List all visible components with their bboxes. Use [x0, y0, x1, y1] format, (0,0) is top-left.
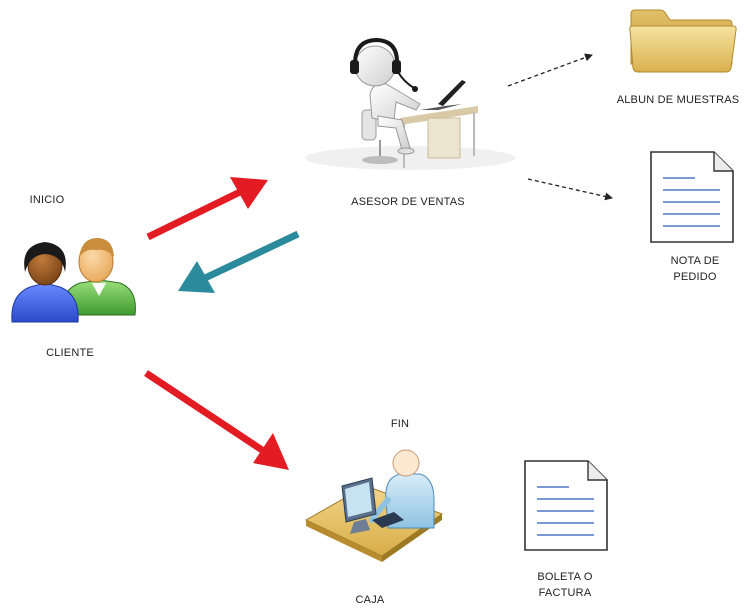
document-icon — [524, 460, 608, 551]
arrow-cliente-to-caja — [144, 370, 289, 470]
arrow-asesor-to-album — [507, 53, 593, 87]
label-asesor-de-ventas: ASESOR DE VENTAS — [351, 196, 465, 208]
label-fin: FIN — [390, 418, 410, 430]
call-center-agent-icon — [305, 37, 515, 170]
cashier-desk-icon — [304, 449, 444, 562]
label-boleta-o-factura: BOLETA O FACTURA — [520, 569, 610, 601]
two-users-icon — [11, 238, 136, 323]
document-icon — [650, 151, 734, 243]
arrow-asesor-to-nota — [527, 178, 613, 201]
label-boleta-line1: BOLETA O — [537, 571, 593, 583]
label-cliente: CLIENTE — [46, 347, 94, 359]
label-boleta-line2: FACTURA — [538, 587, 592, 599]
folder-icon — [629, 9, 737, 73]
label-nota-line1: NOTA DE — [670, 255, 720, 267]
arrow-asesor-to-cliente — [178, 230, 300, 293]
label-nota-de-pedido: NOTA DE PEDIDO — [650, 253, 740, 285]
label-caja: CAJA — [355, 594, 385, 606]
label-inicio: INICIO — [29, 194, 65, 206]
arrow-cliente-to-asesor — [146, 177, 268, 241]
label-albun-de-muestras: ALBUN DE MUESTRAS — [616, 94, 740, 106]
label-nota-line2: PEDIDO — [673, 271, 717, 283]
